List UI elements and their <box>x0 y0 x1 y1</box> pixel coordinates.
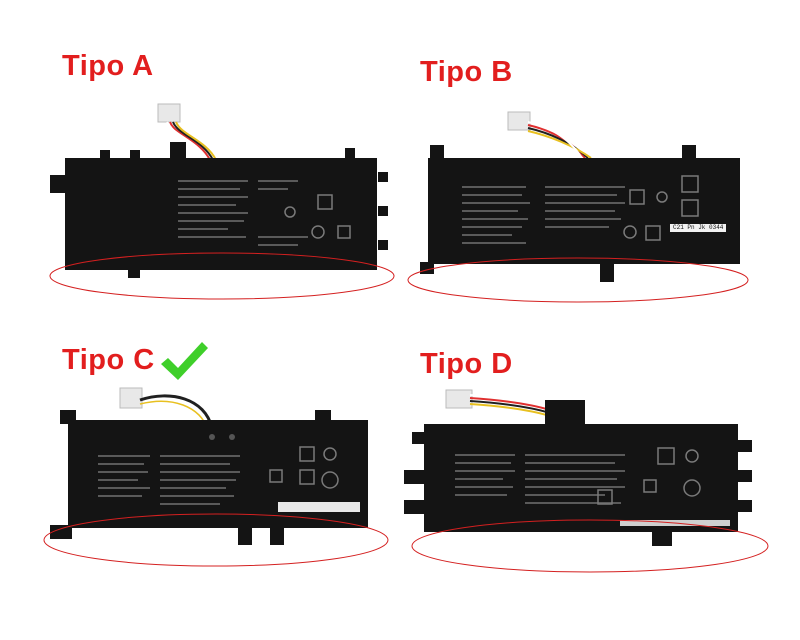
connector-icon <box>507 111 592 159</box>
highlight-ellipse <box>411 519 769 573</box>
connector-icon <box>119 387 214 431</box>
panel-type-b: Tipo B C21 Pn Jk 0344 <box>400 0 800 320</box>
battery-a-illustration <box>49 103 395 300</box>
battery-icon <box>420 145 740 282</box>
connector-icon <box>445 389 585 426</box>
panel-type-d: Tipo D <box>400 320 800 640</box>
battery-d-illustration <box>404 389 769 573</box>
type-label: Tipo A <box>62 50 154 82</box>
connector-icon <box>157 103 217 161</box>
battery-b-illustration <box>407 111 749 303</box>
type-label: Tipo D <box>420 348 513 380</box>
battery-icon <box>404 424 752 546</box>
panel-type-a: Tipo A <box>0 0 400 320</box>
battery-icon <box>50 410 368 545</box>
highlight-ellipse <box>43 513 389 567</box>
panel-type-c: Tipo C <box>0 320 400 640</box>
highlight-ellipse <box>49 252 395 300</box>
highlight-ellipse <box>407 257 749 303</box>
type-label: Tipo C <box>62 344 155 376</box>
battery-c-illustration <box>43 387 389 567</box>
type-label: Tipo B <box>420 56 513 88</box>
check-mark-icon <box>161 342 208 380</box>
battery-icon <box>50 142 388 278</box>
barcode-sticker: C21 Pn Jk 0344 <box>670 224 727 232</box>
